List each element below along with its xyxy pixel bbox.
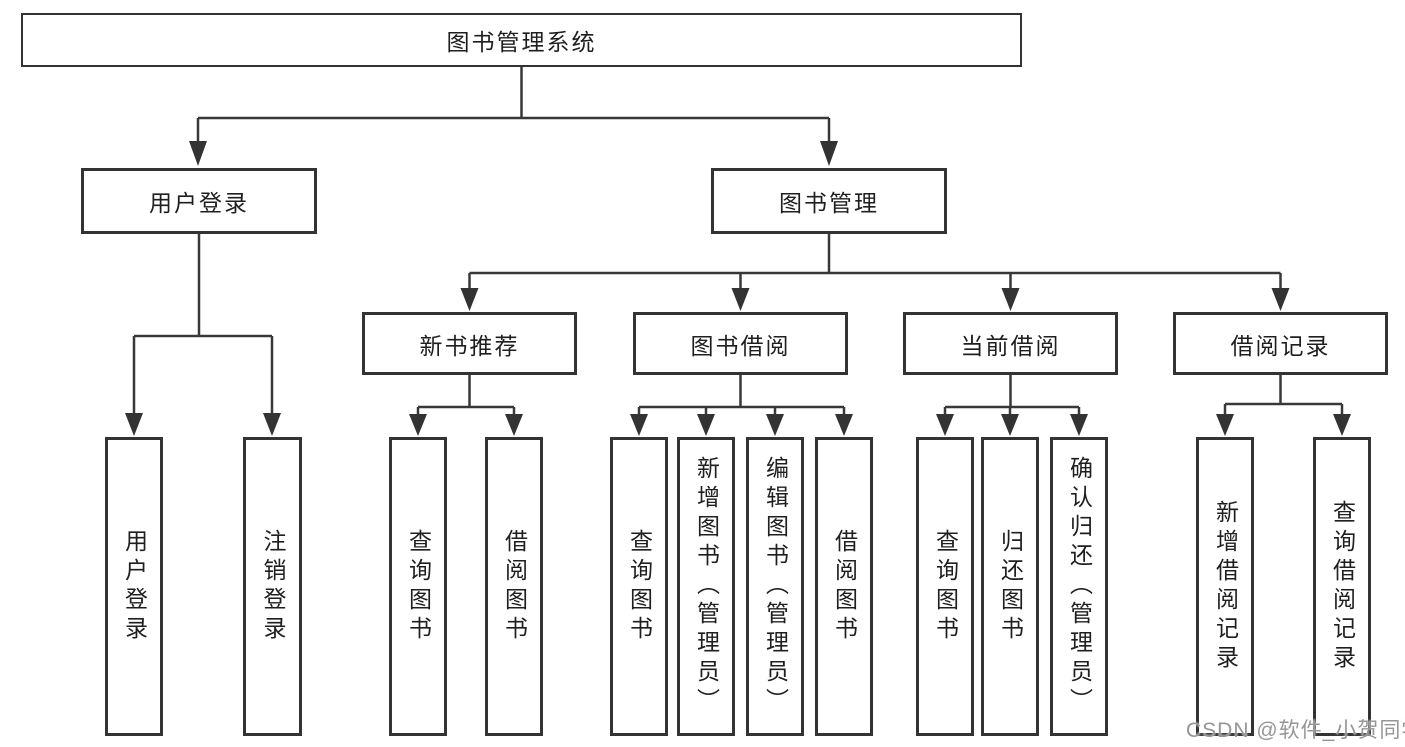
node-leaf-borrow-books: 借阅图书 [815, 437, 873, 736]
node-leaf-add-borrow-record: 新增借阅记录 [1196, 437, 1254, 736]
node-leaf-user-login: 用户登录 [105, 437, 163, 736]
node-leaf-borrow-books-recommend: 借阅图书 [485, 437, 543, 736]
node-leaf-return-books: 归还图书 [981, 437, 1039, 736]
node-leaf-query-books-borrowing: 查询图书 [610, 437, 668, 736]
node-library-management-system: 图书管理系统 [21, 13, 1022, 67]
watermark: CSDN @软件_小贺同学 [1186, 719, 1405, 742]
node-borrowing-records: 借阅记录 [1173, 312, 1388, 375]
node-leaf-query-books-current: 查询图书 [916, 437, 974, 736]
node-user-login: 用户登录 [81, 168, 317, 234]
node-current-borrowing: 当前借阅 [903, 312, 1118, 375]
node-leaf-query-borrow-record: 查询借阅记录 [1313, 437, 1371, 736]
node-book-management: 图书管理 [711, 168, 947, 234]
arrowheads [125, 141, 1351, 436]
node-leaf-query-books-recommend: 查询图书 [389, 437, 447, 736]
node-leaf-confirm-return-admin: 确认归还（管理员） [1050, 437, 1108, 736]
node-new-book-recommendation: 新书推荐 [362, 312, 577, 375]
node-leaf-logout: 注销登录 [243, 437, 302, 736]
node-leaf-add-books-admin: 新增图书（管理员） [677, 437, 735, 736]
node-book-borrowing: 图书借阅 [633, 312, 848, 375]
node-leaf-edit-books-admin: 编辑图书（管理员） [746, 437, 804, 736]
